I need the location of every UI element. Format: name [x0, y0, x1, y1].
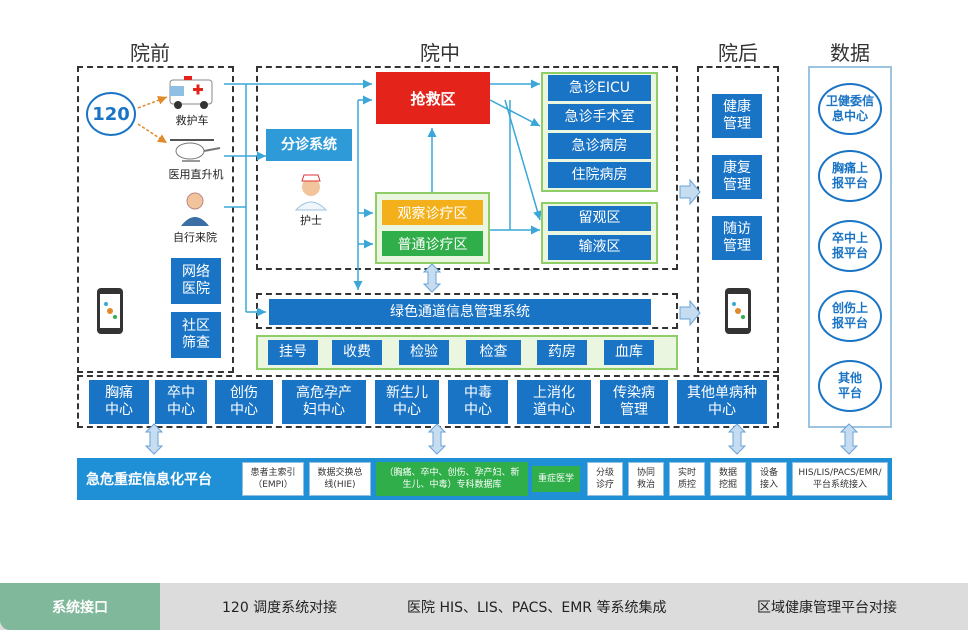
center-newborn: 新生儿中心 [375, 380, 439, 424]
bottom-item-regional: 区域健康管理平台对接 [757, 599, 897, 616]
green-channel-box: 绿色通道信息管理系统 [269, 299, 651, 325]
data-item-other-platform: 其他平台 [818, 360, 882, 412]
center-other: 其他单病种中心 [677, 380, 767, 424]
observation-area-box: 留观区 [548, 206, 651, 231]
general-clinic-box: 普通诊疗区 [382, 231, 483, 256]
network-hospital-box: 网络医院 [171, 258, 221, 304]
column-title-pre: 院前 [130, 41, 170, 65]
platform-quality: 实时质控 [669, 462, 705, 496]
service-pharmacy: 药房 [537, 340, 587, 365]
data-item-trauma-platform: 创伤上报平台 [818, 290, 882, 342]
inpatient-ward-box: 住院病房 [548, 162, 651, 188]
data-item-health-commission: 卫健委信息中心 [818, 83, 882, 135]
followup-management-box: 随访管理 [712, 216, 762, 260]
bottom-bar [0, 583, 968, 630]
platform-critical-care: 重症医学 [532, 466, 580, 492]
infusion-area-box: 输液区 [548, 235, 651, 260]
person-icon [181, 192, 209, 226]
center-infectious: 传染病管理 [600, 380, 668, 424]
platform-device: 设备接入 [751, 462, 787, 496]
service-billing: 收费 [332, 340, 382, 365]
platform-title: 急危重症信息化平台 [86, 472, 212, 488]
center-digestive: 上消化道中心 [517, 380, 591, 424]
centers-frame [77, 375, 779, 428]
walkin-label: 自行来院 [173, 231, 217, 244]
prehospital-frame [77, 66, 234, 373]
ambulance-label: 救护车 [175, 114, 209, 127]
platform-tiered: 分级诊疗 [587, 462, 623, 496]
center-stroke: 卒中中心 [155, 380, 207, 424]
service-lab: 检验 [399, 340, 449, 365]
rehab-management-box: 康复管理 [712, 155, 762, 199]
data-item-chestpain-platform: 胸痛上报平台 [818, 150, 882, 202]
observe-clinic-box: 观察诊疗区 [382, 200, 483, 225]
inhospital-frame [256, 66, 678, 270]
bottom-item-his: 医院 HIS、LIS、PACS、EMR 等系统集成 [407, 599, 667, 616]
center-trauma: 创伤中心 [215, 380, 273, 424]
bottom-item-120: 120 调度系统对接 [222, 599, 338, 616]
mobile-phone-icon [97, 288, 123, 334]
operating-room-box: 急诊手术室 [548, 104, 651, 130]
ambulance-icon [169, 76, 213, 109]
helicopter-icon [170, 139, 221, 162]
bottom-tag: 系统接口 [0, 583, 160, 630]
mobile-phone-icon-post [725, 288, 751, 334]
data-item-stroke-platform: 卒中上报平台 [818, 220, 882, 272]
nurse-label: 护士 [300, 214, 322, 227]
center-poisoning: 中毒中心 [448, 380, 508, 424]
dispatch-120-badge: 120 [86, 92, 136, 136]
center-maternal: 高危孕产妇中心 [282, 380, 366, 424]
platform-collab: 协同救治 [628, 462, 664, 496]
community-screen-box: 社区筛查 [171, 312, 221, 358]
nurse-icon [294, 174, 328, 211]
service-bloodbank: 血库 [604, 340, 654, 365]
platform-his: HIS/LIS/PACS/EMR/平台系统接入 [792, 462, 888, 496]
triage-system-box: 分诊系统 [266, 129, 352, 161]
platform-mining: 数据挖掘 [710, 462, 746, 496]
platform-specialty-db: （胸痛、卒中、创伤、孕产妇、新生儿、中毒）专科数据库 [376, 462, 528, 496]
column-title-post: 院后 [718, 41, 758, 65]
platform-hie: 数据交换总线(HIE) [309, 462, 371, 496]
column-title-mid: 院中 [420, 41, 460, 65]
health-management-box: 健康管理 [712, 94, 762, 138]
posthospital-frame [697, 66, 779, 373]
service-exam: 检查 [466, 340, 521, 365]
eicu-box: 急诊EICU [548, 75, 651, 101]
service-registration: 挂号 [268, 340, 318, 365]
rescue-area-box: 抢救区 [376, 72, 490, 124]
emergency-ward-box: 急诊病房 [548, 133, 651, 159]
center-chestpain: 胸痛中心 [89, 380, 149, 424]
helicopter-label: 医用直升机 [168, 168, 224, 181]
column-title-data: 数据 [830, 41, 870, 65]
platform-empi: 患者主索引（EMPI） [242, 462, 304, 496]
